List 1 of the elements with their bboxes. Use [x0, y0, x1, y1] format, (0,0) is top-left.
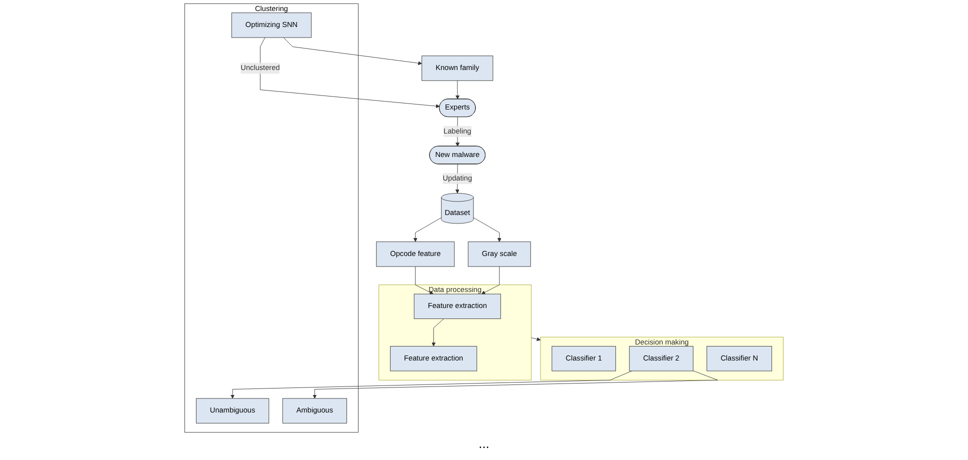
note-text: ... [478, 436, 490, 451]
